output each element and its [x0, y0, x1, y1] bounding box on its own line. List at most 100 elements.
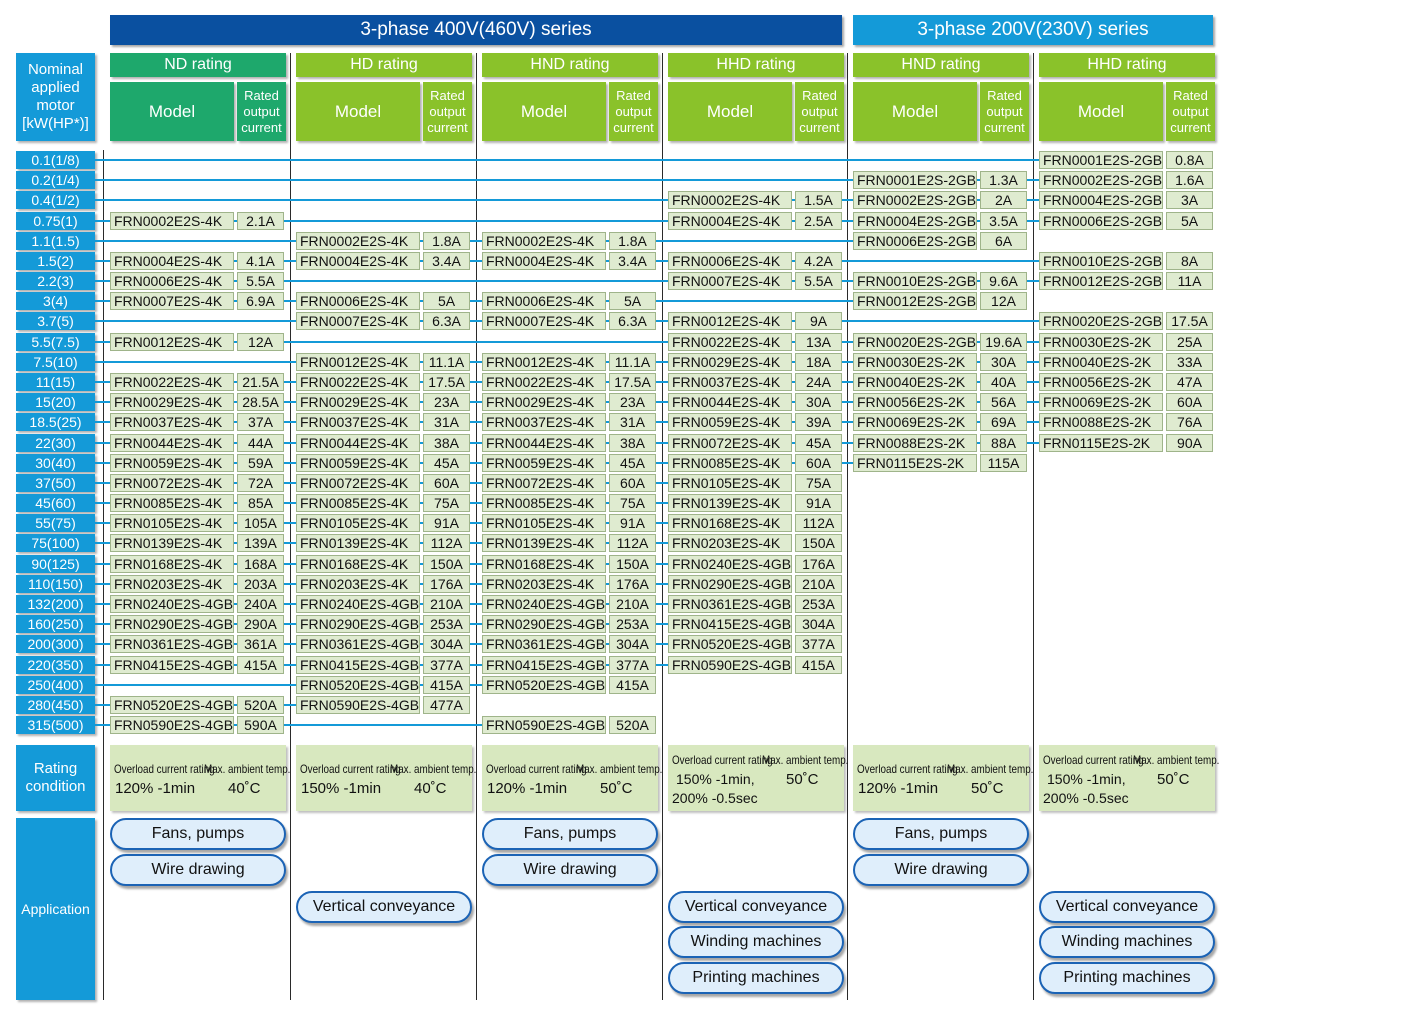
model-cell: FRN0002E2S-4K	[110, 212, 234, 230]
current-cell: 30A	[980, 353, 1027, 371]
model-cell: FRN0001E2S-2GB	[853, 171, 977, 189]
row-guide-line	[95, 341, 1039, 343]
overload-value: 150% -1min,	[1047, 771, 1126, 787]
current-cell: 11.1A	[423, 353, 470, 371]
ambient-temp-value: 50˚C	[600, 780, 633, 797]
rated-current-column-header: Rated output current	[609, 82, 658, 141]
current-cell: 6.3A	[423, 312, 470, 330]
model-cell: FRN0168E2S-4K	[296, 555, 420, 573]
current-cell: 90A	[1166, 434, 1213, 452]
motor-rating-cell: 160(250)	[16, 615, 95, 633]
model-cell: FRN0002E2S-4K	[482, 232, 606, 250]
motor-rating-cell: 3.7(5)	[16, 312, 95, 330]
model-cell: FRN0007E2S-4K	[296, 312, 420, 330]
current-cell: 33A	[1166, 353, 1213, 371]
current-cell: 5.5A	[795, 272, 842, 290]
model-cell: FRN0139E2S-4K	[482, 534, 606, 552]
model-cell: FRN0139E2S-4K	[296, 534, 420, 552]
motor-rating-cell: 30(40)	[16, 454, 95, 472]
current-cell: 176A	[795, 555, 842, 573]
current-cell: 168A	[237, 555, 284, 573]
rated-current-column-header: Rated output current	[237, 82, 286, 141]
model-cell: FRN0520E2S-4GB	[482, 676, 606, 694]
row-guide-line	[95, 240, 853, 242]
current-cell: 9A	[795, 312, 842, 330]
rated-current-column-header: Rated output current	[423, 82, 472, 141]
application-tag: Winding machines	[668, 926, 844, 958]
model-cell: FRN0030E2S-2K	[1039, 333, 1163, 351]
current-cell: 520A	[609, 716, 656, 734]
current-cell: 203A	[237, 575, 284, 593]
model-cell: FRN0022E2S-4K	[110, 373, 234, 391]
model-cell: FRN0007E2S-4K	[668, 272, 792, 290]
row-guide-line	[95, 724, 482, 726]
model-cell: FRN0056E2S-2K	[853, 393, 977, 411]
model-cell: FRN0044E2S-4K	[110, 434, 234, 452]
model-cell: FRN0010E2S-2GB	[1039, 252, 1163, 270]
model-cell: FRN0115E2S-2K	[853, 454, 977, 472]
motor-rating-cell: 3(4)	[16, 292, 95, 310]
current-cell: 6A	[980, 232, 1027, 250]
application-tag: Vertical conveyance	[296, 891, 472, 923]
model-cell: FRN0115E2S-2K	[1039, 434, 1163, 452]
overload-label: Overload current rating	[672, 753, 773, 767]
model-cell: FRN0105E2S-4K	[110, 514, 234, 532]
current-cell: 3.4A	[423, 252, 470, 270]
motor-rating-cell: 75(100)	[16, 534, 95, 552]
model-cell: FRN0059E2S-4K	[110, 454, 234, 472]
current-cell: 91A	[795, 494, 842, 512]
model-cell: FRN0072E2S-4K	[110, 474, 234, 492]
current-cell: 47A	[1166, 373, 1213, 391]
model-cell: FRN0002E2S-2GB	[1039, 171, 1163, 189]
current-cell: 415A	[423, 676, 470, 694]
column-separator	[847, 53, 848, 1000]
model-cell: FRN0361E2S-4GB	[110, 635, 234, 653]
current-cell: 240A	[237, 595, 284, 613]
model-cell: FRN0072E2S-4K	[482, 474, 606, 492]
current-cell: 361A	[237, 635, 284, 653]
current-cell: 38A	[609, 434, 656, 452]
current-cell: 112A	[795, 514, 842, 532]
model-cell: FRN0085E2S-4K	[296, 494, 420, 512]
model-cell: FRN0004E2S-2GB	[1039, 191, 1163, 209]
current-cell: 112A	[609, 534, 656, 552]
model-cell: FRN0059E2S-4K	[482, 454, 606, 472]
model-cell: FRN0012E2S-4K	[296, 353, 420, 371]
motor-rating-cell: 280(450)	[16, 696, 95, 714]
model-cell: FRN0012E2S-2GB	[1039, 272, 1163, 290]
current-cell: 17.5A	[423, 373, 470, 391]
model-cell: FRN0361E2S-4GB	[482, 635, 606, 653]
motor-rating-cell: 110(150)	[16, 575, 95, 593]
model-cell: FRN0037E2S-4K	[296, 413, 420, 431]
model-cell: FRN0240E2S-4GB	[668, 555, 792, 573]
model-cell: FRN0044E2S-4K	[668, 393, 792, 411]
current-cell: 23A	[423, 393, 470, 411]
current-cell: 8A	[1166, 252, 1213, 270]
current-cell: 210A	[423, 595, 470, 613]
model-cell: FRN0004E2S-4K	[668, 212, 792, 230]
current-cell: 290A	[237, 615, 284, 633]
ambient-temp-value: 50˚C	[971, 780, 1004, 797]
current-cell: 150A	[795, 534, 842, 552]
model-cell: FRN0004E2S-4K	[110, 252, 234, 270]
model-cell: FRN0085E2S-4K	[482, 494, 606, 512]
current-cell: 5A	[609, 292, 656, 310]
model-cell: FRN0029E2S-4K	[296, 393, 420, 411]
current-cell: 30A	[795, 393, 842, 411]
current-cell: 56A	[980, 393, 1027, 411]
current-cell: 150A	[609, 555, 656, 573]
current-cell: 6.3A	[609, 312, 656, 330]
overload-value: 120% -1min	[858, 780, 939, 797]
column-separator	[103, 150, 104, 1000]
current-cell: 72A	[237, 474, 284, 492]
model-cell: FRN0044E2S-4K	[482, 434, 606, 452]
model-cell: FRN0361E2S-4GB	[668, 595, 792, 613]
current-cell: 377A	[795, 635, 842, 653]
motor-rating-cell: 220(350)	[16, 656, 95, 674]
current-cell: 60A	[609, 474, 656, 492]
current-cell: 19.6A	[980, 333, 1027, 351]
model-cell: FRN0007E2S-4K	[110, 292, 234, 310]
current-cell: 39A	[795, 413, 842, 431]
current-cell: 75A	[795, 474, 842, 492]
row-guide-line	[95, 179, 1039, 181]
